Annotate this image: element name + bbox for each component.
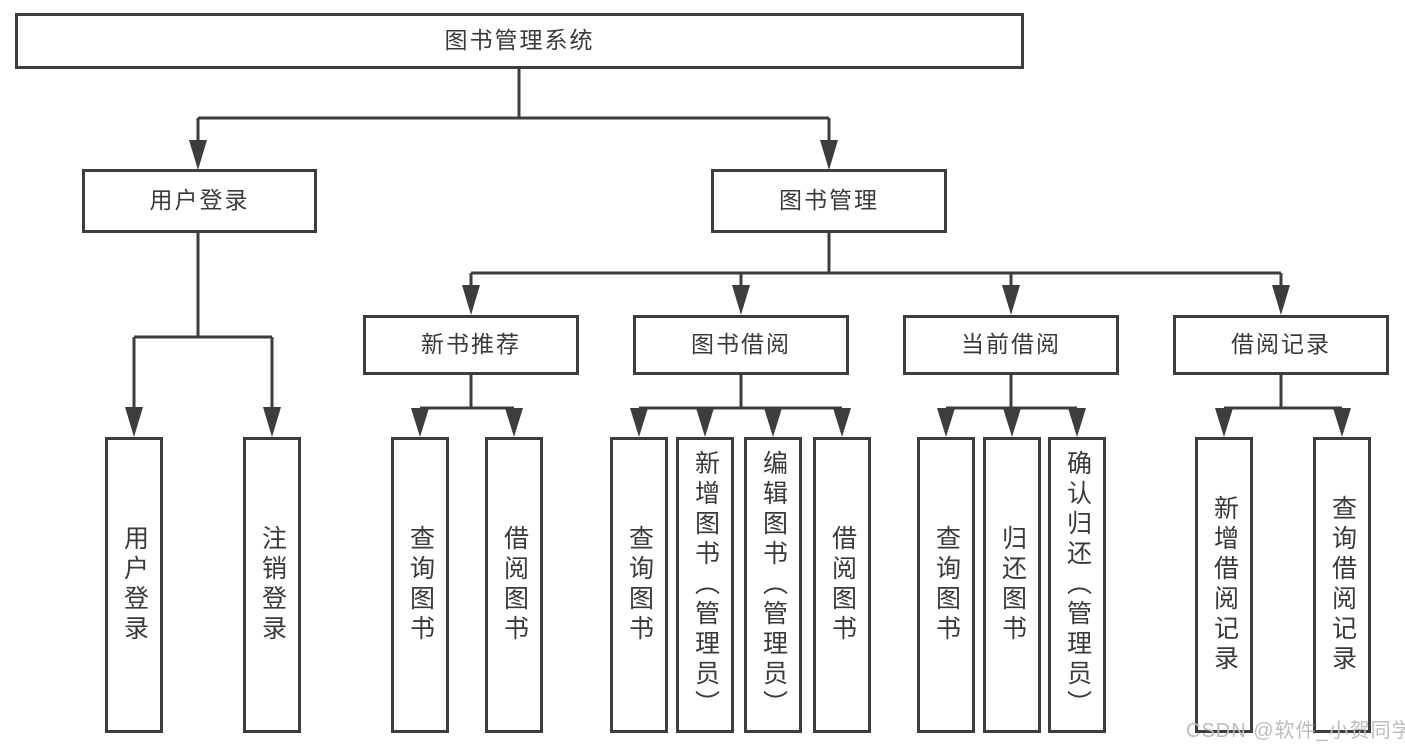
node-book-management: 图书管理 — [711, 169, 947, 233]
leaf-query-borrow-record: 查询借阅记录 — [1313, 437, 1371, 733]
leaf-edit-book-admin: 编辑图书（管理员） — [744, 437, 802, 733]
node-book-borrowing: 图书借阅 — [633, 315, 849, 375]
leaf-add-borrow-record: 新增借阅记录 — [1195, 437, 1253, 733]
leaf-return-books: 归还图书 — [983, 437, 1041, 733]
leaf-confirm-return-admin: 确认归还（管理员） — [1048, 437, 1106, 733]
leaf-query-books-borrow: 查询图书 — [610, 437, 668, 733]
node-library-management-system: 图书管理系统 — [15, 13, 1024, 69]
leaf-logout: 注销登录 — [243, 437, 301, 733]
node-borrowing-records: 借阅记录 — [1173, 315, 1389, 375]
node-new-book-recommend: 新书推荐 — [363, 315, 579, 375]
node-user-login: 用户登录 — [82, 169, 317, 233]
leaf-borrow-books: 借阅图书 — [813, 437, 871, 733]
leaf-add-book-admin: 新增图书（管理员） — [676, 437, 734, 733]
csdn-watermark: CSDN @软件_小贺同学 — [1186, 720, 1405, 742]
leaf-user-login: 用户登录 — [105, 437, 163, 733]
arrowheads — [125, 140, 1351, 437]
node-current-borrowing: 当前借阅 — [903, 315, 1119, 375]
leaf-query-books-current: 查询图书 — [917, 437, 975, 733]
leaf-borrow-books-recommend: 借阅图书 — [485, 437, 543, 733]
leaf-query-books-recommend: 查询图书 — [391, 437, 449, 733]
